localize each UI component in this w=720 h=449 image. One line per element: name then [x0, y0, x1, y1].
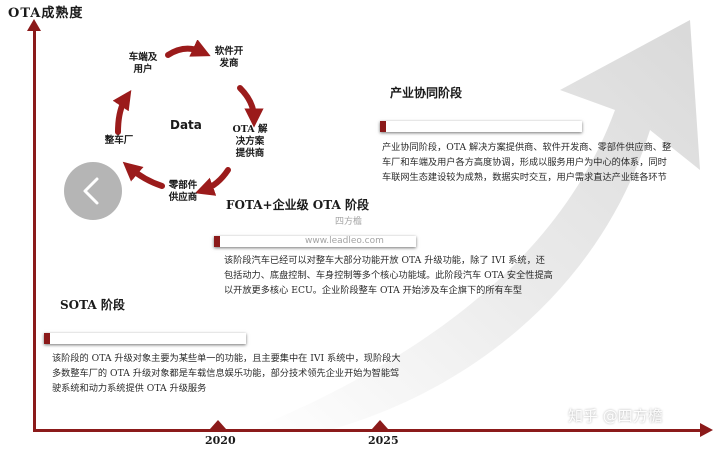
tick-label-2025: 2025 [368, 434, 399, 447]
cycle-node-oem: 整车厂 [104, 135, 134, 146]
chevron-left-icon [83, 177, 99, 205]
tick-label-2020: 2020 [205, 434, 236, 447]
cycle-node-vehicle-users: 车端及 用户 [128, 52, 158, 75]
cycle-center-data: Data [170, 118, 202, 132]
stage-3-bar [380, 121, 582, 132]
y-axis-title: OTA成熟度 [8, 6, 84, 21]
stage-1-title: SOTA 阶段 [60, 298, 125, 312]
zhihu-watermark: 知乎 @四方檐 [568, 407, 663, 425]
y-axis-arrowhead [27, 19, 41, 31]
watermark-site: www.leadleo.com [305, 236, 384, 246]
x-axis-arrowhead [700, 423, 713, 437]
back-nav-button[interactable] [64, 162, 122, 220]
stage-2-description: 该阶段汽车已经可以对整车大部分功能开放 OTA 升级功能，除了 IVI 系统，还… [224, 255, 553, 296]
cycle-node-ota-provider: OTA 解 决方案 提供商 [232, 124, 268, 159]
watermark-brand: 四方檐 [335, 217, 363, 227]
stage-2-bar [214, 236, 416, 247]
cycle-arrow-3 [194, 167, 231, 196]
y-axis-line [33, 28, 36, 430]
stage-1-description: 该阶段的 OTA 升级对象主要为某些单一的功能，且主要集中在 IVI 系统中，现… [52, 353, 401, 394]
x-axis-line [33, 429, 703, 432]
tick-2025-marker [372, 420, 388, 429]
cycle-node-parts-supplier: 零部件 供应商 [168, 180, 198, 203]
cycle-arrow-5 [112, 90, 132, 135]
cycle-arrow-2 [237, 85, 264, 128]
cycle-arrow-1 [165, 40, 211, 58]
tick-2020-marker [210, 420, 226, 429]
stage-3-title: 产业协同阶段 [390, 86, 463, 100]
cycle-node-software-developer: 软件开 发商 [214, 46, 244, 69]
cycle-arrows [112, 40, 264, 196]
cycle-arrow-4 [122, 161, 165, 189]
stage-3-description: 产业协同阶段，OTA 解决方案提供商、软件开发商、零部件供应商、整车厂和车端及用… [382, 142, 672, 183]
stage-1-bar [44, 333, 246, 344]
stage-2-title: FOTA+企业级 OTA 阶段 [226, 198, 370, 212]
